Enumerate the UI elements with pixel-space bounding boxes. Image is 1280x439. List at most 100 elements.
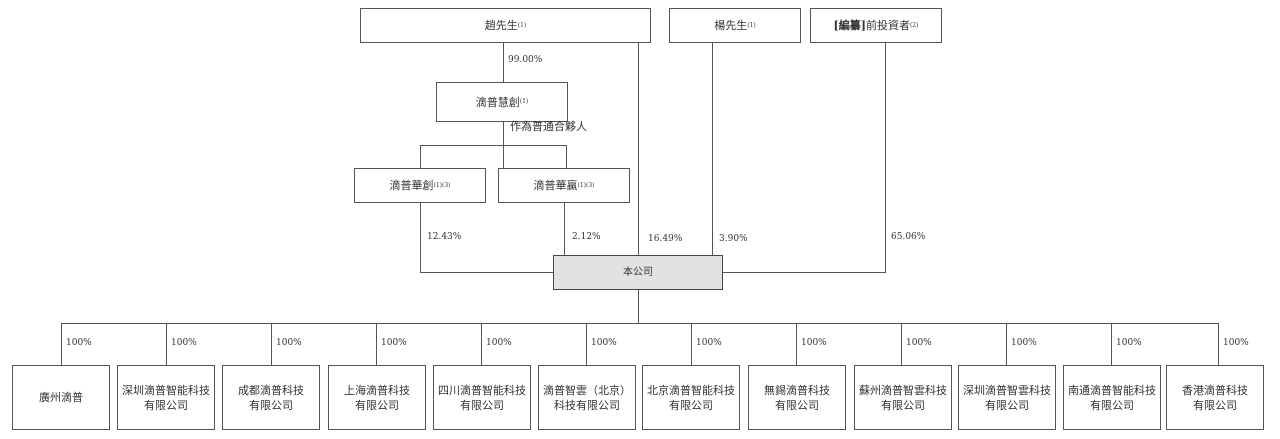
subsidiary-ownership-label: 100% [66, 338, 92, 348]
subsidiary-name-line2: 有限公司 [249, 398, 293, 412]
connector [712, 43, 713, 255]
note-ref: (1)(3) [577, 181, 595, 189]
subsidiary-name-line1: 滴普智雲（北京） [543, 383, 631, 397]
subsidiary-box: 上海滴普科技有限公司 [328, 365, 426, 430]
note-ref: (1)(3) [433, 181, 451, 189]
subsidiary-name-line2: 有限公司 [1193, 398, 1237, 412]
note-ref: (1) [747, 21, 756, 29]
connector [420, 203, 421, 272]
note-ref: (1) [517, 21, 527, 29]
subsidiary-ownership-label: 100% [276, 338, 302, 348]
subsidiary-name-line1: 南通滴普智能科技 [1068, 383, 1156, 397]
subsidiary-ownership-label: 100% [906, 338, 932, 348]
connector [638, 43, 639, 255]
partnership-huaying-box: 滴普華贏(1)(3) [498, 168, 630, 203]
connector [61, 323, 1219, 324]
subsidiary-ownership-label: 100% [1223, 338, 1249, 348]
gp-entity-box: 滴普慧創(1) [436, 82, 568, 122]
subsidiary-name-line2: 有限公司 [144, 398, 188, 412]
subsidiary-box: 深圳滴普智雲科技有限公司 [958, 365, 1056, 430]
subsidiary-name-line2: 有限公司 [669, 398, 713, 412]
subsidiary-ownership-label: 100% [801, 338, 827, 348]
connector [420, 145, 421, 168]
subsidiary-ownership-label: 100% [591, 338, 617, 348]
connector [503, 43, 504, 82]
note-ref: (2) [909, 21, 919, 29]
connector [796, 323, 797, 365]
subsidiary-name-line1: 四川滴普智能科技 [438, 383, 526, 397]
ownership-label: 16.49% [648, 234, 683, 244]
subsidiary-name-line1: 香港滴普科技 [1182, 383, 1248, 397]
gp-role-label: 作為普通合夥人 [510, 120, 587, 133]
subsidiary-box: 南通滴普智能科技有限公司 [1063, 365, 1161, 430]
subsidiary-name-line2: 有限公司 [460, 398, 504, 412]
subsidiary-box: 香港滴普科技有限公司 [1166, 365, 1264, 430]
subsidiary-name-line1: 深圳滴普智雲科技 [963, 383, 1051, 397]
note-ref: (1) [519, 98, 529, 105]
partnership-name: 滴普華贏 [533, 179, 578, 192]
subsidiary-name-line1: 蘇州滴普智雲科技 [859, 383, 947, 397]
subsidiary-box: 深圳滴普智能科技有限公司 [117, 365, 215, 430]
connector [566, 145, 567, 168]
company-box: 本公司 [553, 255, 723, 290]
connector [901, 323, 902, 365]
shareholder-zhao-name: 趙先生 [484, 19, 518, 32]
subsidiary-ownership-label: 100% [381, 338, 407, 348]
connector [420, 145, 567, 146]
subsidiary-name-line1: 無錫滴普科技 [764, 383, 830, 397]
shareholder-yang-box: 楊先生(1) [669, 8, 801, 43]
ownership-label: 2.12% [572, 232, 601, 242]
subsidiary-box: 蘇州滴普智雲科技有限公司 [854, 365, 952, 430]
subsidiary-name-line1: 深圳滴普智能科技 [122, 383, 210, 397]
subsidiary-name-line2: 科技有限公司 [554, 398, 620, 412]
gp-ownership-label: 99.00% [508, 55, 543, 65]
ownership-label: 65.06% [891, 232, 926, 242]
pre-investors-box: [編纂]前投資者(2) [810, 8, 942, 43]
subsidiary-ownership-label: 100% [696, 338, 722, 348]
subsidiary-box: 四川滴普智能科技有限公司 [433, 365, 531, 430]
connector [564, 203, 565, 255]
subsidiary-ownership-label: 100% [1011, 338, 1037, 348]
connector [1218, 323, 1219, 365]
connector [1111, 323, 1112, 365]
subsidiary-box: 北京滴普智能科技有限公司 [642, 365, 740, 430]
subsidiary-name-line1: 上海滴普科技 [344, 383, 410, 397]
subsidiary-name-line2: 有限公司 [881, 398, 925, 412]
partnership-huachuang-box: 滴普華創(1)(3) [354, 168, 486, 203]
subsidiary-box: 廣州滴普 [12, 365, 110, 430]
connector [376, 323, 377, 365]
subsidiary-name-line1: 成都滴普科技 [238, 383, 304, 397]
ownership-label: 3.90% [719, 234, 748, 244]
ownership-label: 12.43% [427, 232, 462, 242]
subsidiary-name-line2: 有限公司 [775, 398, 819, 412]
subsidiary-ownership-label: 100% [171, 338, 197, 348]
subsidiary-box: 無錫滴普科技有限公司 [748, 365, 846, 430]
redacted-tag: [編纂] [833, 19, 866, 32]
connector [723, 272, 886, 273]
connector [271, 323, 272, 365]
pre-investors-name: 前投資者 [865, 19, 910, 32]
connector [691, 323, 692, 365]
connector [586, 323, 587, 365]
subsidiary-name-line2: 有限公司 [985, 398, 1029, 412]
subsidiary-name-line1: 北京滴普智能科技 [647, 383, 735, 397]
connector [61, 323, 62, 365]
subsidiary-name-line2: 有限公司 [1090, 398, 1134, 412]
subsidiary-ownership-label: 100% [486, 338, 512, 348]
gp-entity-name: 滴普慧創 [475, 95, 520, 109]
connector [481, 323, 482, 365]
shareholder-zhao-box: 趙先生(1) [360, 8, 651, 43]
connector [1006, 323, 1007, 365]
connector [885, 43, 886, 272]
subsidiary-name-line2: 有限公司 [355, 398, 399, 412]
connector [420, 272, 553, 273]
connector [166, 323, 167, 365]
partnership-name: 滴普華創 [389, 179, 434, 192]
shareholder-yang-name: 楊先生 [714, 19, 748, 32]
company-name: 本公司 [623, 267, 653, 278]
subsidiary-name-line1: 廣州滴普 [39, 391, 83, 404]
subsidiary-box: 成都滴普科技有限公司 [222, 365, 320, 430]
subsidiary-box: 滴普智雲（北京）科技有限公司 [538, 365, 636, 430]
connector [638, 290, 639, 323]
